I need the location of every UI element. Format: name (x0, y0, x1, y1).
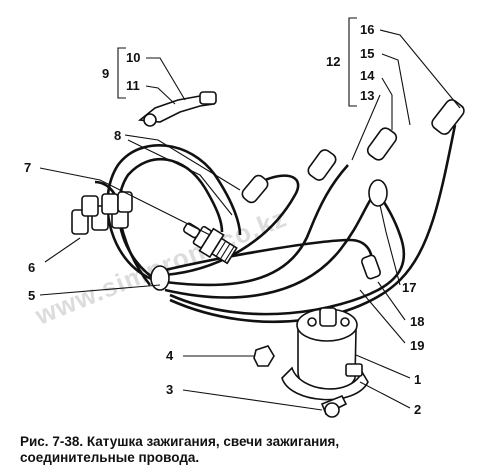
label-19: 19 (410, 338, 424, 353)
label-1: 1 (414, 372, 421, 387)
label-8: 8 (114, 128, 121, 143)
screw (320, 394, 348, 418)
label-14: 14 (360, 68, 375, 83)
label-12: 12 (326, 54, 340, 69)
label-3: 3 (166, 382, 173, 397)
callout-labels: 10 11 9 8 7 6 5 16 15 14 13 12 17 18 19 … (24, 22, 424, 417)
label-18: 18 (410, 314, 424, 329)
ignition-diagram: www.simnron-ico.kz (24, 17, 465, 418)
figure-caption: Рис. 7-38. Катушка зажигания, свечи зажи… (20, 434, 490, 466)
spark-plug-wire-tips (241, 99, 465, 204)
ignition-coil (281, 307, 369, 401)
wire-clip (368, 179, 388, 207)
label-17: 17 (402, 280, 416, 295)
label-7: 7 (24, 160, 31, 175)
label-2: 2 (414, 402, 421, 417)
label-11: 11 (126, 78, 140, 93)
caption-line-1: Рис. 7-38. Катушка зажигания, свечи зажи… (20, 434, 340, 449)
nut (253, 345, 275, 367)
label-9: 9 (102, 66, 109, 81)
label-5: 5 (28, 288, 35, 303)
label-6: 6 (28, 260, 35, 275)
label-15: 15 (360, 46, 374, 61)
caption-line-2: соединительные провода. (20, 450, 200, 465)
coil-wire-tip (360, 254, 382, 280)
wire-harness (94, 124, 457, 323)
label-13: 13 (360, 88, 374, 103)
label-16: 16 (360, 22, 374, 37)
wire-cap-cluster (71, 191, 133, 235)
label-4: 4 (166, 348, 174, 363)
leader-lines (39, 29, 461, 411)
spark-plug (183, 222, 238, 265)
terminal-tip (137, 91, 217, 127)
label-10: 10 (126, 50, 140, 65)
